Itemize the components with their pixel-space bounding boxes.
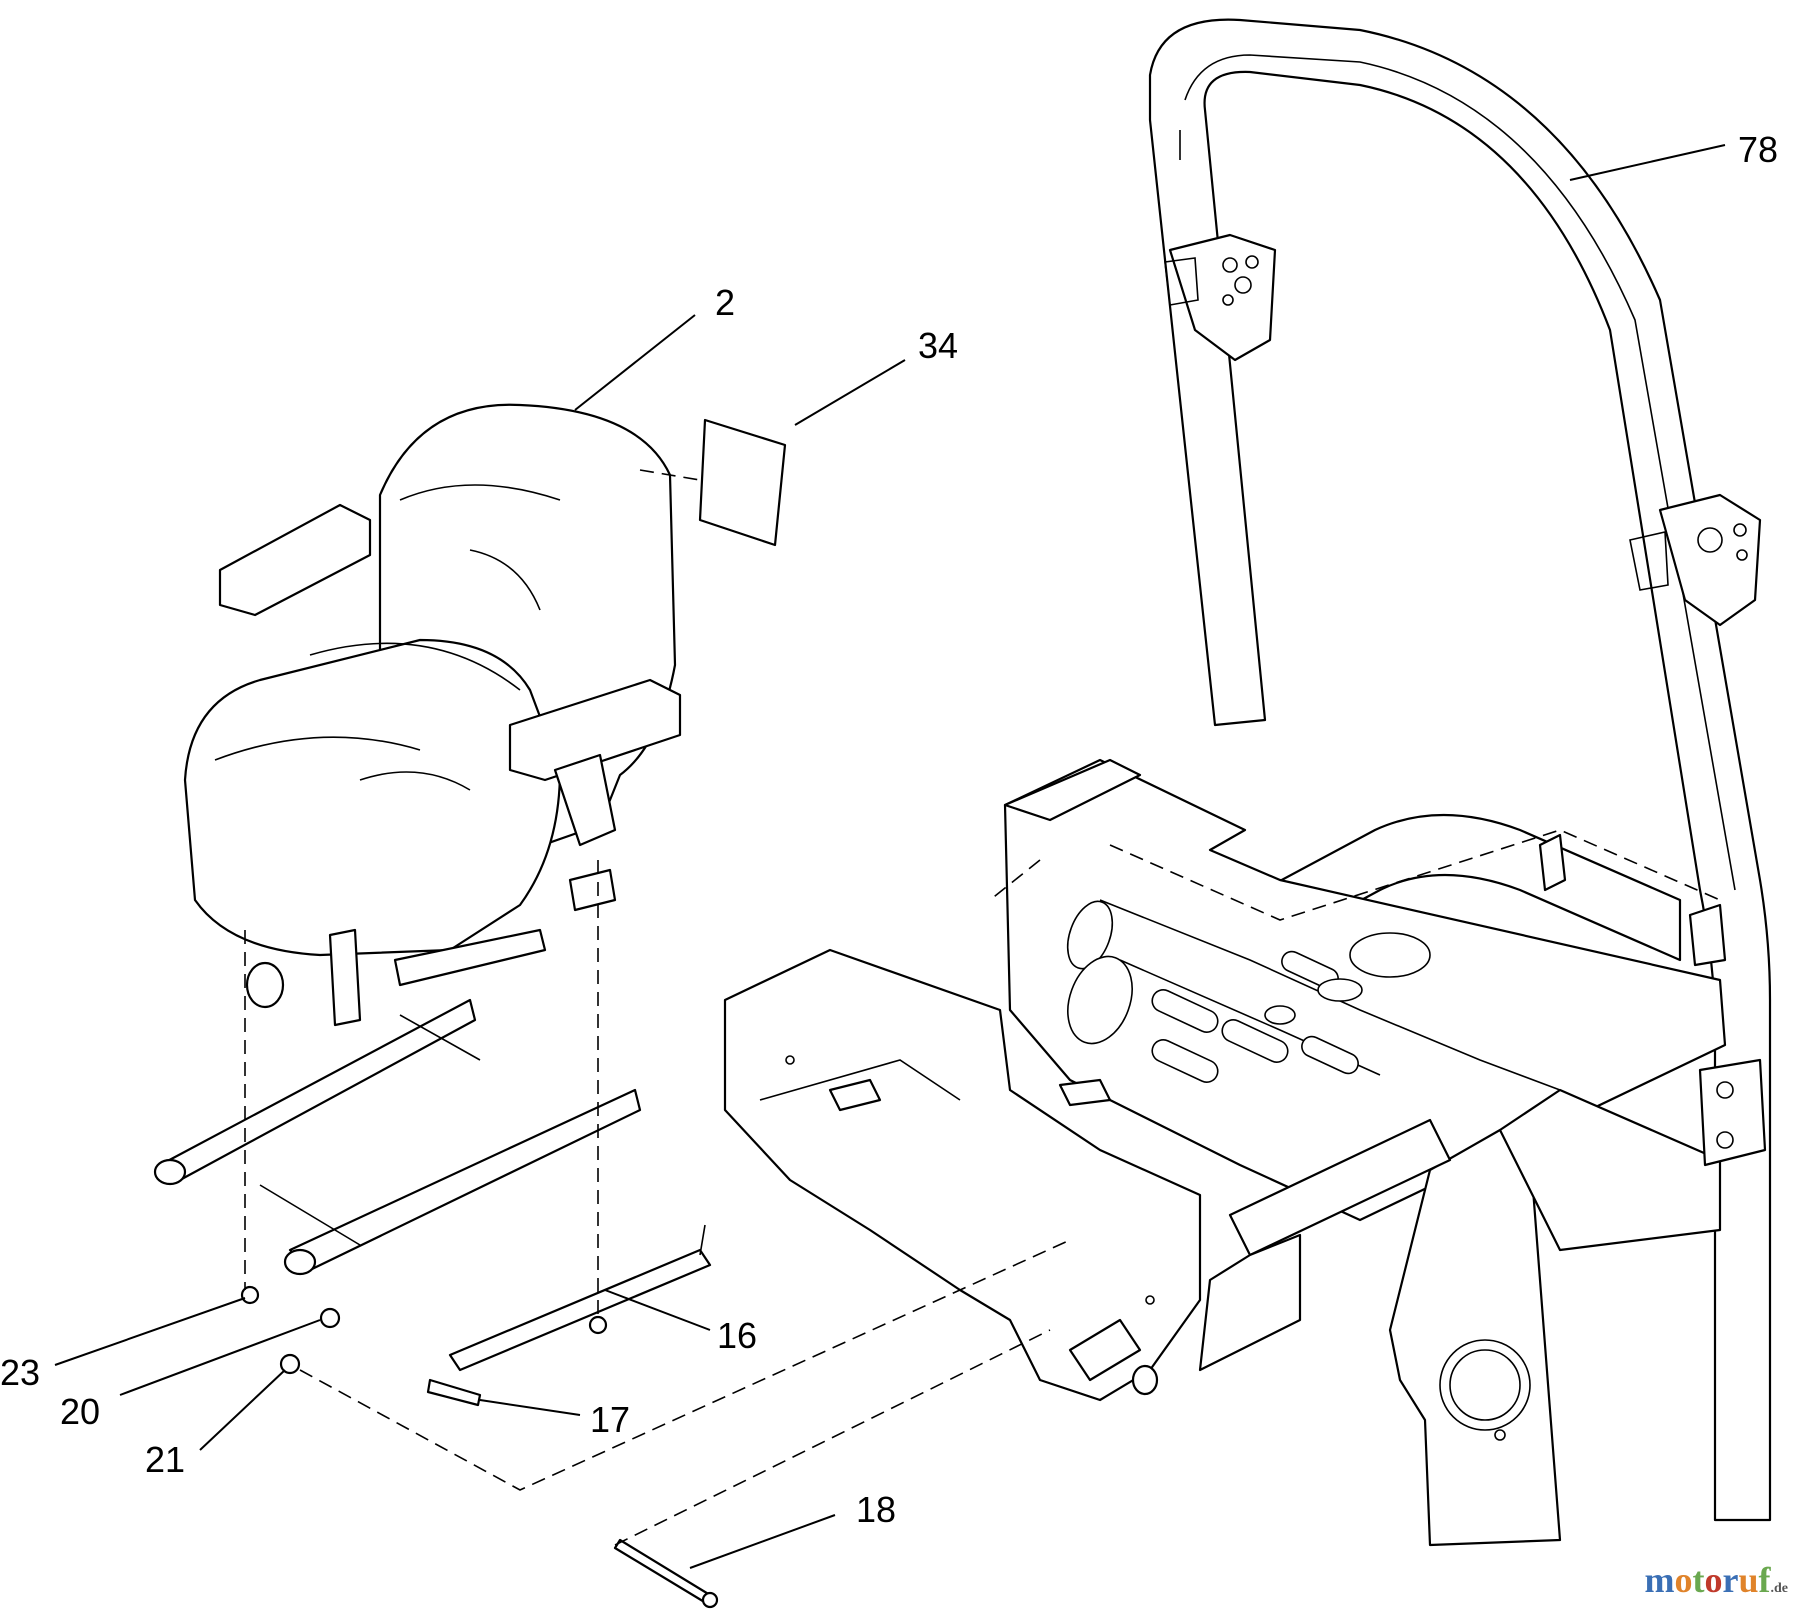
watermark: motoruf.de (1644, 1559, 1788, 1601)
seat-mount-plate (153, 928, 712, 1372)
bolt-17 (426, 1378, 482, 1407)
callout-18: 18 (856, 1489, 896, 1530)
nut-16 (588, 1315, 608, 1335)
washer-20 (319, 1307, 341, 1329)
watermark-suffix: .de (1770, 1581, 1789, 1596)
decal (698, 418, 787, 547)
nut-21 (279, 1353, 301, 1375)
callout-23: 23 (0, 1352, 40, 1393)
alignment-lines (244, 469, 1071, 1546)
nut-23 (240, 1285, 260, 1305)
callout-2: 2 (715, 282, 735, 323)
callouts: 2 34 78 16 17 18 23 20 21 (0, 129, 1778, 1530)
chassis-frame (723, 758, 1767, 1547)
pin-18 (613, 1538, 712, 1605)
watermark-text: motoruf (1644, 1560, 1771, 1600)
hardware (240, 1285, 719, 1609)
callout-16: 16 (717, 1315, 757, 1356)
roll-bar (1148, 18, 1772, 1522)
callout-34: 34 (918, 325, 958, 366)
leader-lines (54, 144, 1726, 1569)
seat (183, 403, 682, 1009)
callout-78: 78 (1738, 129, 1778, 170)
callout-17: 17 (590, 1399, 630, 1440)
callout-21: 21 (145, 1439, 185, 1480)
callout-20: 20 (60, 1391, 100, 1432)
